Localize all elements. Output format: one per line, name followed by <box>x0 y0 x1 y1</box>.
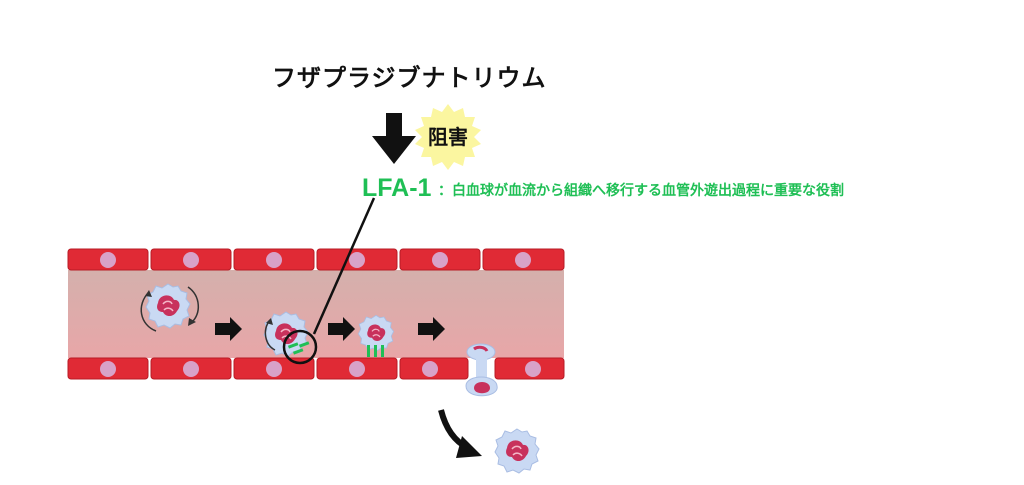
lfa1-description: ：白血球が血流から組織へ移行する血管外遊出過程に重要な役割 <box>438 183 844 199</box>
lfa1-label: LFA-1 <box>362 174 432 202</box>
leukocyte-transmigrating <box>465 343 498 397</box>
circle-highlight <box>282 329 318 365</box>
vessel-wall-bottom <box>67 357 565 380</box>
inhibition-label: 阻害 <box>428 125 468 149</box>
leukocyte-firm-adhesion <box>357 314 395 357</box>
curved-arrow-icon <box>438 409 482 458</box>
lfa1-receptors <box>287 341 310 355</box>
drug-name-title: フザプラジブナトリウム <box>272 64 547 92</box>
leukocyte-rolling <box>140 283 199 332</box>
vessel-wall-top <box>67 248 565 271</box>
leukocyte-in-tissue <box>494 428 540 474</box>
right-arrow-icon <box>418 317 445 341</box>
down-arrow-icon <box>372 113 416 164</box>
right-arrow-icon <box>328 317 355 341</box>
callout-line <box>312 197 376 335</box>
inhibition-starburst <box>415 104 481 170</box>
right-arrow-icon <box>215 317 242 341</box>
leukocyte-adhering <box>263 311 310 357</box>
